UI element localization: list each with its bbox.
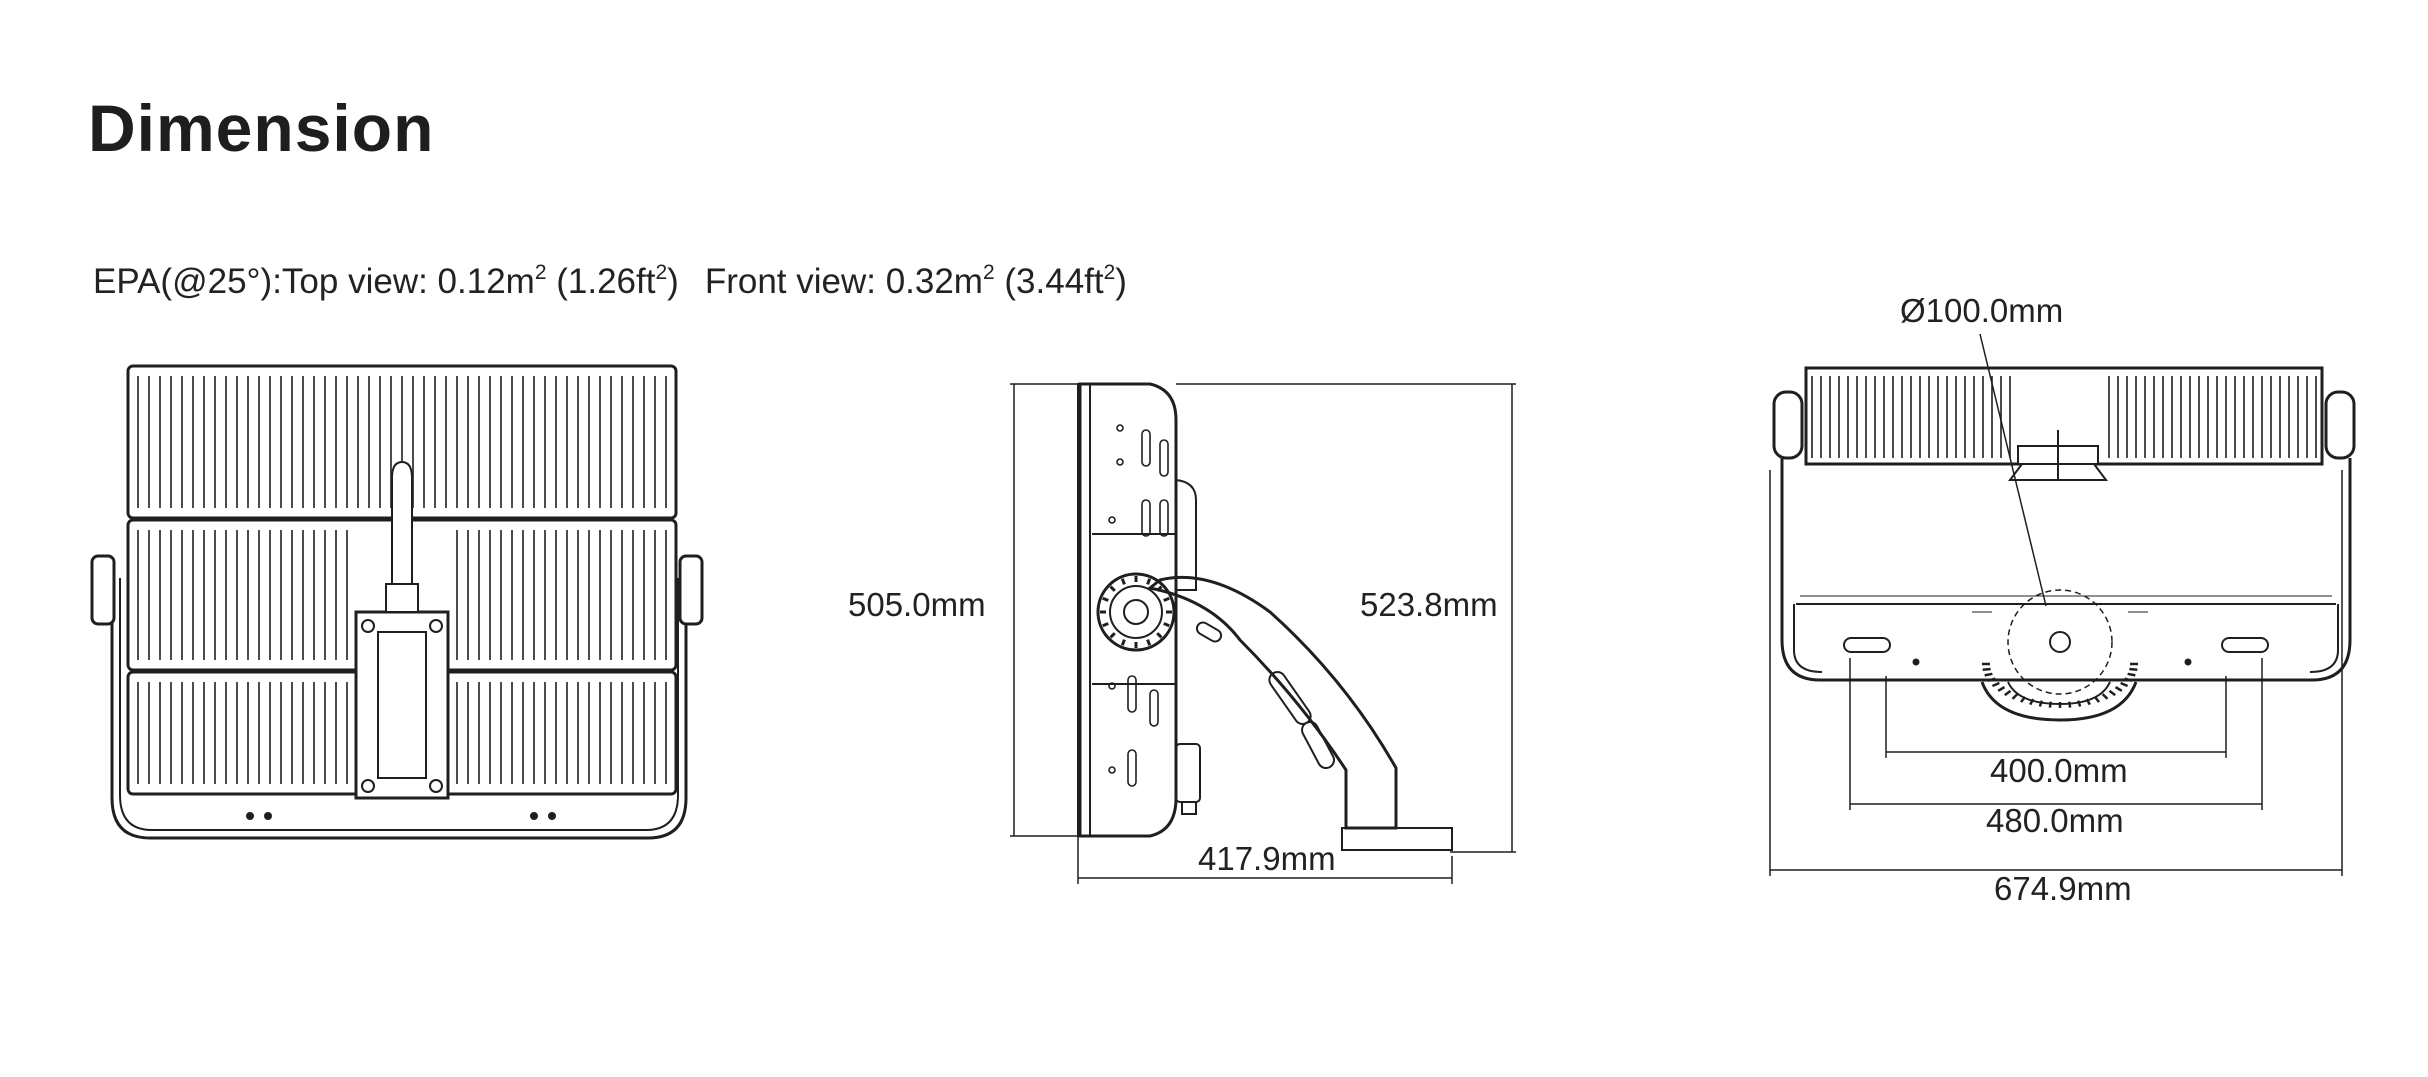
side-pivot-wheel — [1096, 572, 1176, 652]
epa-front-close: ) — [1115, 262, 1127, 301]
dim-label-523: 523.8mm — [1360, 586, 1498, 623]
epa-front-view-ft: (3.44ft — [994, 262, 1104, 301]
dim-label-674: 674.9mm — [1994, 870, 2132, 907]
dim-label-417: 417.9mm — [1198, 840, 1336, 877]
epa-top-close: ) — [667, 262, 679, 301]
epa-top-view-text: EPA(@25°):Top view: 0.12m — [93, 262, 535, 301]
left-pivot-hub — [90, 554, 116, 626]
epa-front-sup-ft: 2 — [1103, 261, 1116, 284]
dim-label-505: 505.0mm — [848, 586, 986, 623]
dim-label-480: 480.0mm — [1986, 802, 2124, 839]
epa-front-view-text: Front view: 0.32m — [704, 262, 983, 301]
epa-top-sup-ft: 2 — [655, 261, 668, 284]
epa-caption: EPA(@25°):Top view: 0.12m2 (1.26ft2)Fron… — [93, 262, 1127, 302]
epa-top-sup-m: 2 — [534, 261, 547, 284]
dim-label-400: 400.0mm — [1990, 752, 2128, 789]
rear-view-drawing — [1769, 333, 2356, 876]
page-title: Dimension — [88, 91, 435, 165]
mounting-bracket — [1146, 576, 1398, 830]
right-pivot-hub — [678, 554, 704, 626]
side-view-drawing — [1010, 382, 1516, 884]
dim-label-diameter: Ø100.0mm — [1900, 292, 2063, 329]
rear-housing — [1780, 458, 2352, 682]
front-view-drawing — [90, 364, 704, 840]
rear-pivot-center — [2049, 631, 2071, 653]
cable-conduit — [391, 460, 413, 612]
epa-top-view-ft: (1.26ft — [546, 262, 656, 301]
epa-front-sup-m: 2 — [982, 261, 995, 284]
